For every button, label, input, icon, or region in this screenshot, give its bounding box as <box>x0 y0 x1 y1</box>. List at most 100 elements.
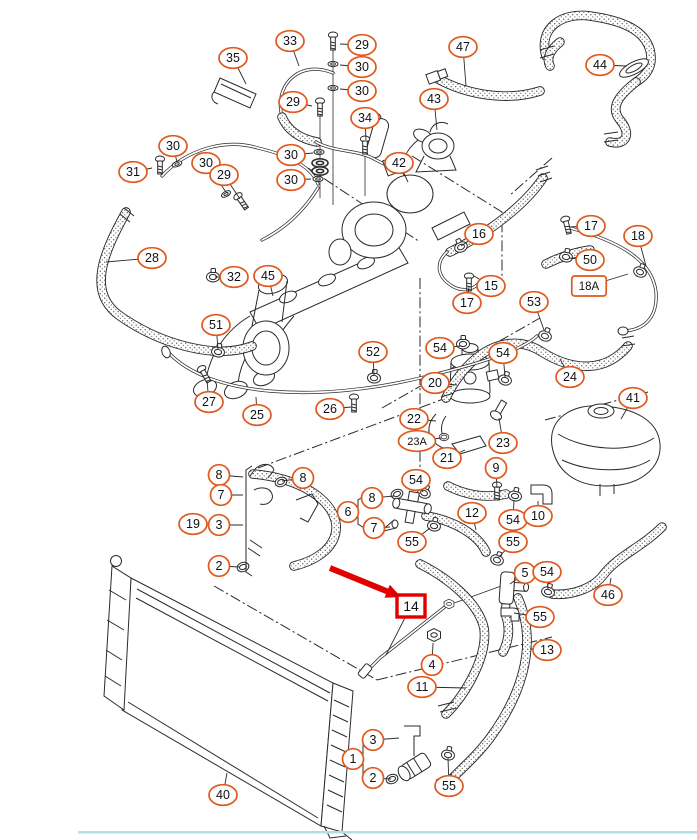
callout-51[interactable]: 51 <box>201 313 231 350</box>
svg-text:27: 27 <box>202 395 216 409</box>
callout-30-3[interactable]: 30 <box>276 143 314 167</box>
callout-43[interactable]: 43 <box>419 87 449 131</box>
annotation-layer <box>328 565 401 598</box>
callout-9[interactable]: 9 <box>484 456 508 489</box>
expansion-tank-41 <box>551 403 661 496</box>
svg-text:55: 55 <box>442 779 456 793</box>
callout-24[interactable]: 24 <box>555 358 585 389</box>
callout-16[interactable]: 16 <box>460 222 494 247</box>
callout-55[interactable]: 55 <box>397 527 431 554</box>
callout-42[interactable]: 42 <box>384 151 414 183</box>
svg-text:52: 52 <box>366 345 380 359</box>
flange-43 <box>415 121 457 173</box>
svg-text:54: 54 <box>433 341 447 355</box>
callout-54[interactable]: 54 <box>425 336 462 360</box>
callout-50[interactable]: 50 <box>568 248 605 272</box>
svg-text:46: 46 <box>601 588 615 602</box>
callout-54-5[interactable]: 54 <box>532 560 562 590</box>
svg-text:8: 8 <box>300 471 307 485</box>
callout-3[interactable]: 3 <box>207 513 244 537</box>
callout-7-2[interactable]: 7 <box>362 516 391 540</box>
callout-32[interactable]: 32 <box>215 265 249 289</box>
callout-3-2[interactable]: 3 <box>361 728 400 752</box>
callout-35[interactable]: 35 <box>218 46 248 85</box>
callout-17[interactable]: 17 <box>568 214 606 238</box>
callout-10[interactable]: 10 <box>523 501 553 528</box>
callout-30[interactable]: 30 <box>339 55 377 79</box>
callout-30-5[interactable]: 30 <box>158 134 188 163</box>
callout-33[interactable]: 33 <box>275 29 305 67</box>
callout-28[interactable]: 28 <box>105 246 167 270</box>
callout-27[interactable]: 27 <box>194 380 224 414</box>
svg-text:32: 32 <box>227 270 241 284</box>
svg-text:23: 23 <box>496 436 510 450</box>
svg-text:2: 2 <box>216 559 223 573</box>
callout-54-2[interactable]: 54 <box>488 341 518 378</box>
callout-47[interactable]: 47 <box>448 35 478 87</box>
radiator-40 <box>103 555 354 840</box>
callout-29[interactable]: 29 <box>339 33 377 57</box>
svg-text:28: 28 <box>145 251 159 265</box>
callout-54-4[interactable]: 54 <box>498 499 528 532</box>
callout-2-2[interactable]: 2 <box>361 766 392 790</box>
callout-55-3[interactable]: 55 <box>513 605 555 629</box>
callout-2[interactable]: 2 <box>207 554 241 578</box>
pipe-14-elbow <box>357 663 373 679</box>
callout-46[interactable]: 46 <box>593 577 623 607</box>
callout-14[interactable]: 14 <box>385 593 427 656</box>
svg-text:54: 54 <box>409 473 423 487</box>
callout-8-3[interactable]: 8 <box>360 486 395 510</box>
callout-25[interactable]: 25 <box>242 396 272 427</box>
callout-8[interactable]: 8 <box>207 463 244 487</box>
callout-6[interactable]: 6 <box>336 500 360 524</box>
callout-54-3[interactable]: 54 <box>401 468 431 493</box>
svg-text:4: 4 <box>429 658 436 672</box>
callout-55-4[interactable]: 55 <box>434 757 464 798</box>
svg-text:29: 29 <box>286 95 300 109</box>
elbow-10 <box>530 484 553 505</box>
svg-text:5: 5 <box>522 566 529 580</box>
callout-19[interactable]: 19 <box>178 512 208 536</box>
small-parts <box>119 31 650 787</box>
callout-55-2[interactable]: 55 <box>497 530 528 559</box>
callout-8-2[interactable]: 8 <box>281 466 315 490</box>
callout-1[interactable]: 1 <box>341 747 365 771</box>
callout-11[interactable]: 11 <box>407 675 467 699</box>
callout-44[interactable]: 44 <box>585 53 628 77</box>
callout-31[interactable]: 31 <box>118 160 153 184</box>
svg-text:17: 17 <box>460 296 474 310</box>
callout-20[interactable]: 20 <box>420 371 458 395</box>
callout-17-2[interactable]: 17 <box>452 286 482 315</box>
callout-30-2[interactable]: 30 <box>339 79 377 103</box>
callout-12[interactable]: 12 <box>457 501 487 531</box>
callout-34[interactable]: 34 <box>350 106 380 141</box>
svg-text:41: 41 <box>626 391 640 405</box>
callout-29-2[interactable]: 29 <box>278 90 313 114</box>
callout-53[interactable]: 53 <box>519 290 549 331</box>
callout-45[interactable]: 45 <box>253 264 283 297</box>
callout-30-4[interactable]: 30 <box>276 168 312 192</box>
callout-21[interactable]: 21 <box>432 446 466 470</box>
svg-text:18: 18 <box>631 229 645 243</box>
callout-41[interactable]: 41 <box>618 386 648 420</box>
divider-layer <box>78 831 697 834</box>
connector-47 <box>425 68 449 85</box>
callout-18[interactable]: 18 <box>623 224 653 267</box>
svg-text:43: 43 <box>427 92 441 106</box>
callout-52[interactable]: 52 <box>358 340 388 376</box>
callout-23[interactable]: 23 <box>488 417 518 455</box>
svg-text:30: 30 <box>284 148 298 162</box>
callout-15[interactable]: 15 <box>473 274 506 298</box>
pump-20 <box>428 343 508 455</box>
callout-7[interactable]: 7 <box>209 483 244 507</box>
bottom-divider <box>78 831 697 834</box>
callout-26[interactable]: 26 <box>315 397 352 421</box>
callout-22[interactable]: 22 <box>399 407 437 431</box>
callout-4[interactable]: 4 <box>420 642 444 677</box>
callout-29-3[interactable]: 29 <box>209 163 241 200</box>
callout-40[interactable]: 40 <box>208 772 238 807</box>
callout-18A[interactable]: 18A <box>570 273 629 297</box>
callout-5[interactable]: 5 <box>509 561 537 585</box>
callout-23A[interactable]: 23A <box>397 429 442 453</box>
callout-13[interactable]: 13 <box>529 638 562 662</box>
